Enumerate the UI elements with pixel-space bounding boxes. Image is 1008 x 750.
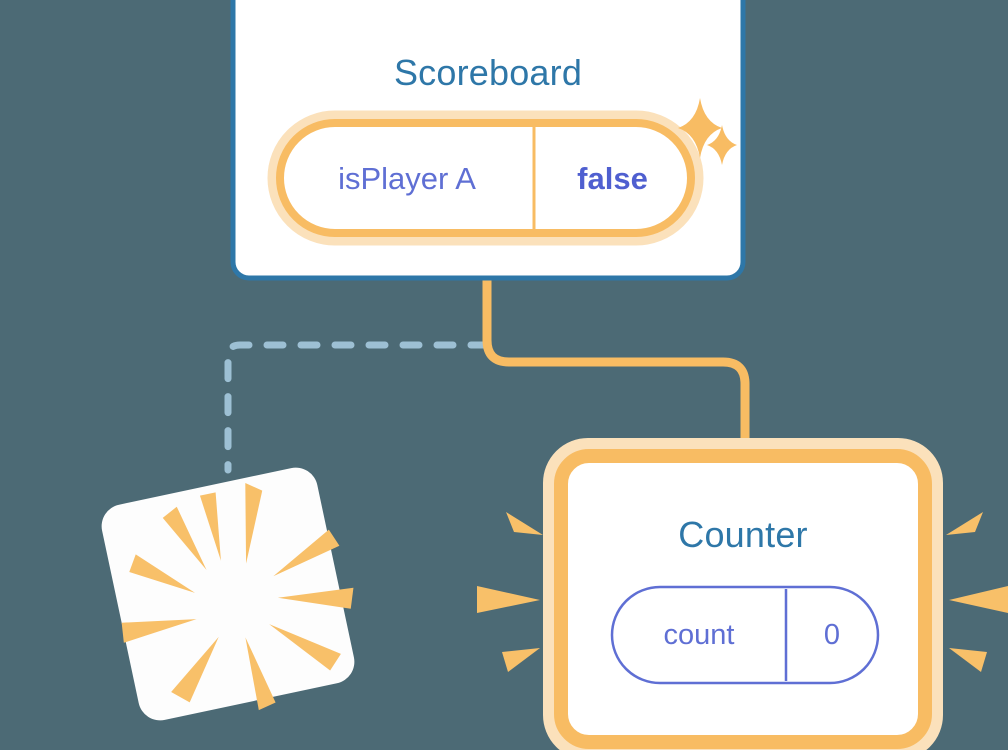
- burst-rays-left-card: [121, 482, 354, 711]
- bursting-card-body: [101, 467, 355, 721]
- sparkle-star-large: [678, 98, 722, 158]
- burst-rays-counter-right: [946, 512, 1008, 672]
- sparkle-star-small: [707, 125, 737, 165]
- scoreboard-pill[interactable]: [276, 119, 695, 237]
- counter-pill[interactable]: [610, 585, 880, 685]
- burst-rays-counter-left: [477, 512, 543, 672]
- connector-scoreboard-to-counter[interactable]: [482, 278, 750, 470]
- scoreboard-pill-glow: [267, 110, 704, 246]
- connector-scoreboard-to-bursting-card[interactable]: [224, 341, 491, 474]
- counter-card[interactable]: [543, 438, 943, 750]
- bursting-card[interactable]: [98, 464, 359, 725]
- scoreboard-card[interactable]: [230, 0, 746, 281]
